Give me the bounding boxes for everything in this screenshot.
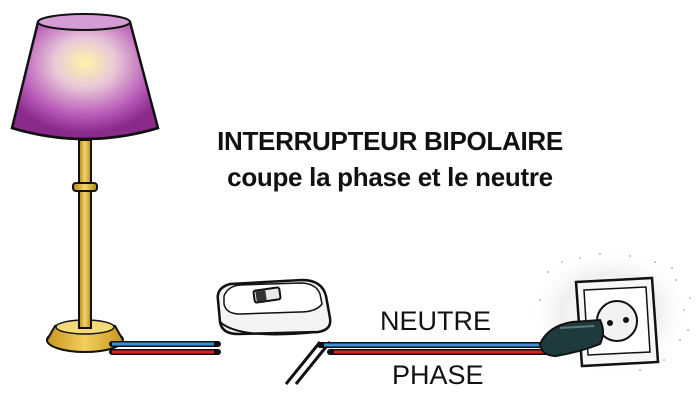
lamp-cable [109, 341, 221, 355]
phase-wire-label: PHASE [392, 360, 484, 390]
diagram-subtitle: coupe la phase et le neutre [227, 162, 553, 192]
switch-icon [216, 278, 332, 336]
plug-icon [538, 318, 604, 358]
socket-cable [284, 341, 551, 385]
neutral-wire-label: NEUTRE [380, 306, 492, 336]
lamp-icon [10, 13, 160, 353]
diagram-title: INTERRUPTEUR BIPOLAIRE [217, 126, 563, 156]
